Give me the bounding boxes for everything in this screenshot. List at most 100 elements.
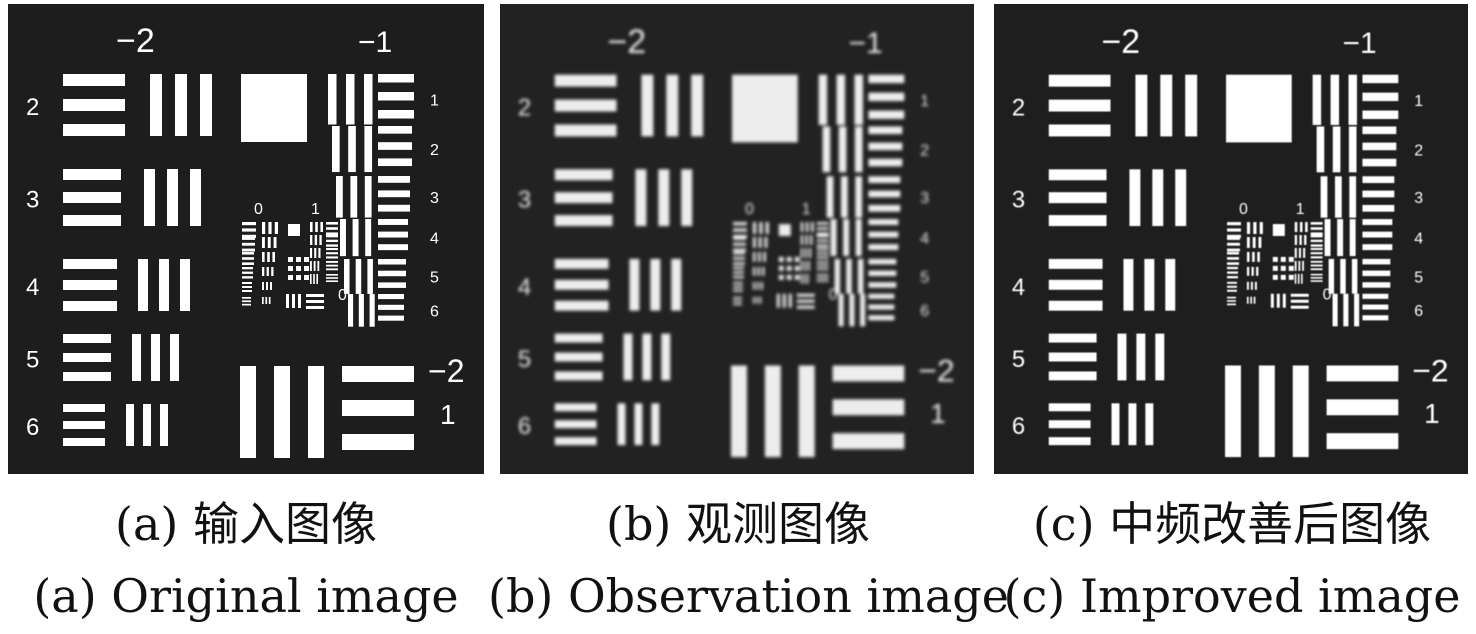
vertical-bars-small bbox=[818, 74, 828, 125]
horizontal-bars-small bbox=[378, 259, 406, 265]
large-horizontal-bars bbox=[1326, 399, 1399, 416]
center-vertical-bars-right bbox=[1297, 273, 1300, 284]
vertical-bars-small bbox=[1330, 74, 1340, 125]
horizontal-bars bbox=[554, 300, 609, 311]
horizontal-bars bbox=[1048, 420, 1091, 429]
center-horizontal-bars-right bbox=[816, 252, 829, 255]
vertical-bars bbox=[160, 404, 168, 446]
vertical-bars-small bbox=[365, 219, 372, 257]
vertical-bars-small bbox=[836, 74, 846, 125]
group-label-top-right: −1 bbox=[849, 27, 883, 60]
large-vertical-bars bbox=[764, 365, 781, 458]
center-vertical-bars-right bbox=[800, 222, 804, 233]
center-horizontal-bars-right bbox=[1310, 239, 1323, 243]
center-vertical-bars bbox=[262, 252, 265, 262]
horizontal-bars-small bbox=[378, 219, 408, 225]
vertical-bars bbox=[1165, 258, 1176, 311]
vertical-bars bbox=[623, 333, 633, 381]
caption-c-english: (c) Improved image bbox=[1003, 569, 1461, 623]
horizontal-bars bbox=[554, 124, 617, 137]
vertical-bars bbox=[126, 404, 134, 446]
center-tiny-cluster bbox=[786, 274, 792, 280]
horizontal-bars-small bbox=[868, 219, 899, 226]
center-horizontal-bars bbox=[242, 271, 253, 274]
element-label-right: 4 bbox=[1414, 231, 1423, 248]
center-vertical-bars-right bbox=[1294, 235, 1298, 245]
horizontal-bars-small bbox=[1362, 176, 1395, 184]
group-label-bottom-right: −2 bbox=[428, 353, 464, 389]
center-horizontal-bars bbox=[242, 297, 251, 299]
large-horizontal-bars bbox=[832, 399, 905, 416]
center-vertical-bars bbox=[756, 296, 759, 304]
horizontal-bars-small bbox=[1362, 92, 1399, 102]
center-horizontal-bars bbox=[242, 228, 256, 232]
vertical-bars-small bbox=[1332, 293, 1338, 327]
element-label-left: 3 bbox=[1012, 187, 1025, 214]
vertical-bars bbox=[1160, 74, 1173, 137]
center-horizontal-bars bbox=[1227, 266, 1238, 270]
large-vertical-bars bbox=[240, 366, 256, 458]
center-vertical-bars bbox=[268, 222, 272, 234]
center-vertical-bars-right bbox=[800, 247, 803, 258]
center-horizontal-bars bbox=[242, 303, 251, 306]
center-horizontal-bars-right bbox=[816, 273, 829, 276]
center-vertical-bars-right bbox=[310, 248, 313, 258]
vertical-bars bbox=[175, 74, 187, 136]
center-vertical-bars bbox=[1252, 237, 1256, 248]
vertical-bars-small bbox=[854, 74, 863, 125]
center-vertical-bars bbox=[752, 251, 756, 262]
horizontal-bars bbox=[1048, 258, 1103, 269]
horizontal-bars-small bbox=[1362, 142, 1397, 151]
vertical-bars-small bbox=[340, 219, 346, 257]
vertical-bars bbox=[151, 334, 160, 381]
element-label-left: 2 bbox=[518, 95, 531, 122]
center-label-top-left: 0 bbox=[745, 201, 754, 218]
center-horizontal-bars bbox=[1227, 300, 1236, 302]
center-horizontal-bars bbox=[733, 242, 746, 246]
horizontal-bars bbox=[1048, 403, 1091, 412]
vertical-bars-small bbox=[348, 126, 356, 173]
vertical-bars-small bbox=[1340, 258, 1346, 294]
group-label-bottom-right: −2 bbox=[1412, 352, 1448, 388]
center-horizontal-bars-low bbox=[1290, 305, 1309, 309]
horizontal-bars bbox=[554, 99, 617, 112]
vertical-bars-small bbox=[1349, 219, 1356, 257]
center-vertical-bars-low bbox=[1282, 293, 1286, 308]
center-horizontal-bars bbox=[733, 251, 745, 255]
center-tiny-cluster bbox=[1288, 274, 1294, 280]
center-square bbox=[288, 224, 300, 236]
center-horizontal-bars bbox=[733, 281, 743, 284]
center-vertical-bars bbox=[763, 251, 766, 262]
center-vertical-bars-right bbox=[314, 248, 317, 258]
center-horizontal-bars-low bbox=[796, 293, 815, 297]
center-vertical-bars bbox=[1257, 251, 1260, 262]
horizontal-bars bbox=[554, 437, 597, 446]
vertical-bars-small bbox=[1337, 219, 1344, 257]
vertical-bars bbox=[617, 403, 626, 446]
vertical-bars bbox=[1152, 169, 1164, 227]
center-horizontal-bars-right bbox=[1310, 277, 1323, 279]
center-label-top-left: 0 bbox=[1239, 201, 1248, 218]
vertical-bars-small bbox=[830, 219, 837, 257]
center-vertical-bars-right bbox=[809, 247, 812, 258]
vertical-bars bbox=[180, 259, 190, 311]
center-vertical-bars-low bbox=[1276, 293, 1280, 308]
center-vertical-bars-right bbox=[310, 235, 313, 245]
horizontal-bars-small bbox=[868, 244, 899, 251]
caption-b-english: (b) Observation image bbox=[488, 569, 1009, 623]
vertical-bars bbox=[650, 258, 661, 311]
center-tiny-cluster bbox=[1280, 265, 1286, 271]
center-vertical-bars-right bbox=[800, 260, 803, 271]
center-horizontal-bars bbox=[1227, 242, 1240, 246]
center-horizontal-bars bbox=[733, 257, 745, 260]
center-horizontal-bars-right bbox=[326, 261, 338, 263]
center-vertical-bars bbox=[1246, 266, 1250, 276]
center-vertical-bars-right bbox=[807, 273, 809, 284]
horizontal-bars bbox=[63, 301, 117, 311]
horizontal-bars-small bbox=[378, 244, 408, 251]
center-vertical-bars bbox=[752, 296, 755, 304]
center-horizontal-bars bbox=[733, 303, 742, 306]
vertical-bars-small bbox=[367, 259, 373, 294]
center-horizontal-bars-right bbox=[326, 268, 338, 271]
center-tiny-cluster bbox=[1272, 274, 1278, 280]
